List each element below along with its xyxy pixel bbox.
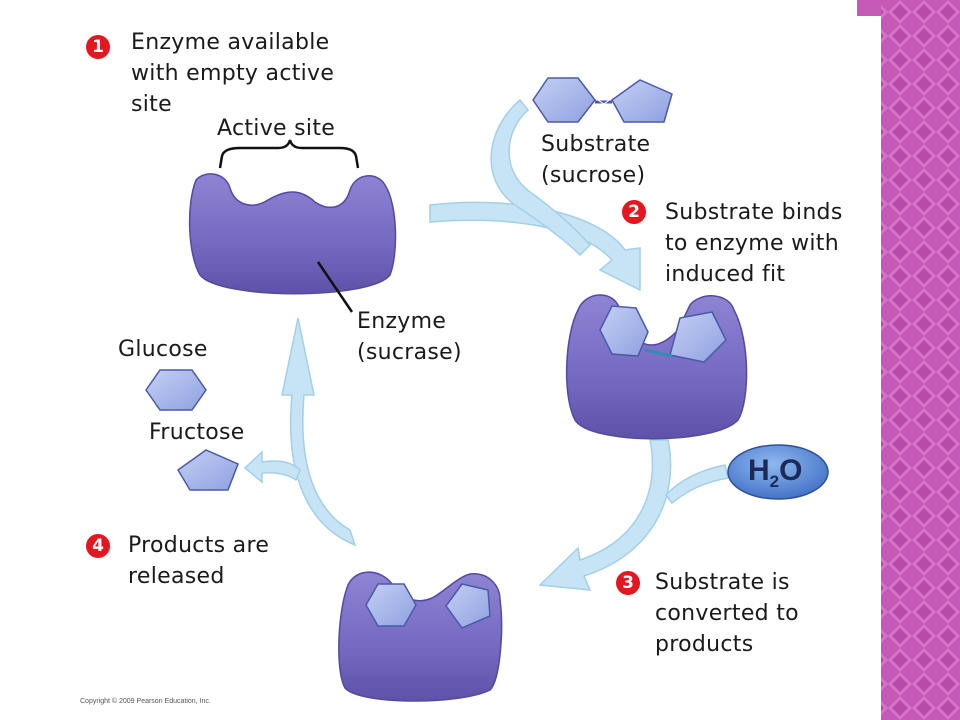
fructose-label: Fructose [149,420,245,445]
active-site-label: Active site [217,116,336,141]
side-decoration [881,0,960,720]
step-1-text: Enzyme available with empty active site [131,30,335,117]
arrow-substrate-feed [490,98,592,257]
substrate-label: Substrate (sucrose) [541,132,651,188]
step-2-badge: 2 [622,200,646,224]
enzyme-pointer-line [316,261,354,313]
arrow-right [538,439,672,591]
step-4-badge: 4 [86,534,110,558]
enzyme-empty [188,173,397,295]
substrate-sucrose [532,77,673,123]
water-label: H2O [748,454,803,491]
cycle-arrows [243,98,729,591]
water-molecule [727,444,829,500]
step-2-text: Substrate binds to enzyme with induced f… [665,200,843,287]
glucose-molecule [145,369,207,411]
enzyme-bound [565,294,748,440]
step-1-badge: 1 [86,35,110,59]
step-3-text: Substrate is converted to products [655,570,799,657]
enzyme-products [338,571,503,702]
active-site-bracket [218,139,360,169]
enzyme-label: Enzyme (sucrase) [357,309,462,365]
glucose-label: Glucose [118,337,208,362]
step-3-badge: 3 [616,571,640,595]
arrow-products [243,450,301,484]
step-4-text: Products are released [128,533,270,589]
arrow-left [281,317,357,547]
arrow-water-feed [665,464,729,505]
copyright-notice: Copyright © 2009 Pearson Education, Inc. [80,698,211,705]
fructose-molecule [177,449,239,491]
